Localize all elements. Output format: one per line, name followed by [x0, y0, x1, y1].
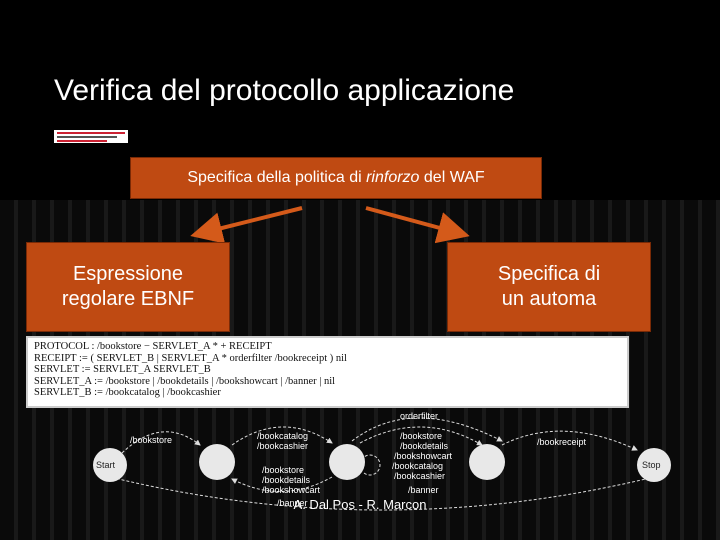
label-mid-5: /bookcashier	[394, 471, 445, 481]
label-mid-4: /bookcatalog	[392, 461, 443, 471]
waf-text-after: del WAF	[419, 169, 485, 186]
label-mid-1: /bookstore	[400, 431, 442, 441]
automaton-diagram: Start Stop /bookstore /bookcatalog /book…	[93, 411, 671, 511]
label-stop: Stop	[642, 460, 661, 470]
label-a-1: /bookstore	[262, 465, 304, 475]
automaton-line1: Specifica di	[497, 263, 601, 285]
ebnf-line1: Espressione	[72, 263, 184, 285]
state-s3	[469, 444, 505, 480]
label-bookreceipt: /bookreceipt	[537, 437, 587, 447]
state-stop	[637, 448, 671, 482]
label-a-3: /bookshowcart	[262, 485, 321, 495]
logo-image	[54, 130, 128, 143]
label-mid-6: /banner	[408, 485, 439, 495]
edge-outer-bottom	[101, 473, 663, 511]
edge-s2-s3	[359, 426, 483, 446]
ebnf-line2: regolare EBNF	[61, 288, 195, 310]
ebnf-grammar-panel: PROTOCOL : /bookstore − SERVLET_A * + RE…	[26, 336, 629, 408]
waf-policy-box: Specifica della politica di rinforzo del…	[130, 157, 542, 199]
edge-s2-s1	[231, 476, 333, 492]
edge-start-s1	[121, 431, 201, 454]
grammar-line: PROTOCOL : /bookstore − SERVLET_A * + RE…	[34, 341, 272, 352]
label-a-2: /bookdetails	[262, 475, 311, 485]
grammar-line: SERVLET_A := /bookstore | /bookdetails |…	[34, 375, 336, 387]
edge-s1-s2	[231, 426, 333, 446]
slide-footer: A. Dal Pos - R. Marcon	[293, 497, 427, 512]
waf-text-before: Specifica della politica di	[187, 169, 367, 186]
arrow-right	[365, 206, 470, 244]
arrow-left	[190, 206, 303, 244]
label-bookstore: /bookstore	[130, 435, 172, 445]
label-a-4: /banner	[277, 498, 308, 508]
state-start	[93, 448, 127, 482]
state-s2	[329, 444, 365, 480]
label-orderfilter: orderfilter	[400, 411, 438, 421]
slide-title: Verifica del protocollo applicazione	[54, 74, 515, 107]
edge-top-loop	[351, 417, 503, 442]
label-catalog-1: /bookcatalog	[257, 431, 308, 441]
waf-text-italic: rinforzo	[366, 169, 420, 186]
edge-s3-stop	[501, 430, 638, 451]
label-catalog-2: /bookcashier	[257, 441, 308, 451]
label-mid-2: /bookdetails	[400, 441, 449, 451]
label-mid-3: /bookshowcart	[394, 451, 453, 461]
label-start: Start	[96, 460, 116, 470]
grammar-line: SERVLET := SERVLET_A SERVLET_B	[34, 364, 211, 376]
self-loop-s2	[363, 454, 381, 476]
grammar-line: SERVLET_B := /bookcatalog | /bookcashier	[34, 387, 221, 399]
automaton-line2: un automa	[501, 288, 597, 310]
ebnf-box: Espressione regolare EBNF	[26, 242, 230, 332]
grammar-line: RECEIPT := ( SERVLET_B | SERVLET_A * ord…	[34, 352, 347, 364]
state-s1	[199, 444, 235, 480]
automaton-box: Specifica di un automa	[447, 242, 651, 332]
